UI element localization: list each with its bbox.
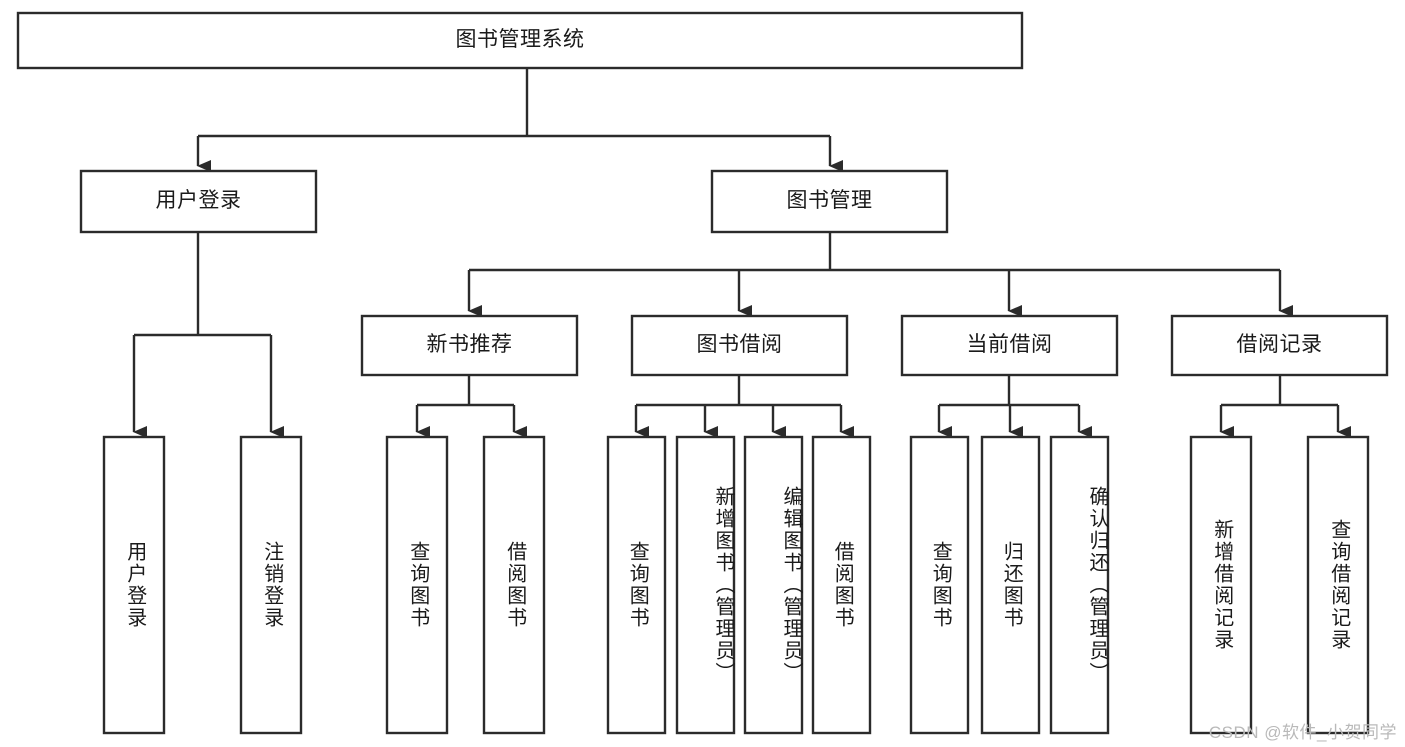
csdn-watermark: CSDN @软件_小贺同学	[1208, 723, 1397, 742]
node-box-leaf1[interactable]	[102, 435, 166, 735]
node-box-newbook[interactable]	[360, 314, 579, 377]
node-box-login[interactable]	[79, 169, 318, 234]
node-box-borrow[interactable]	[630, 314, 849, 377]
node-box-leaf4[interactable]	[482, 435, 546, 735]
node-box-leaf11[interactable]	[1049, 435, 1110, 735]
node-box-leaf8[interactable]	[811, 435, 872, 735]
node-box-root[interactable]	[16, 11, 1024, 70]
node-box-leaf7[interactable]	[743, 435, 804, 735]
node-box-leaf9[interactable]	[909, 435, 970, 735]
node-box-bookmgmt[interactable]	[710, 169, 949, 234]
node-box-leaf2[interactable]	[239, 435, 303, 735]
node-box-record[interactable]	[1170, 314, 1389, 377]
node-box-leaf13[interactable]	[1306, 435, 1370, 735]
node-box-leaf6[interactable]	[675, 435, 736, 735]
node-box-leaf12[interactable]	[1189, 435, 1253, 735]
node-box-leaf10[interactable]	[980, 435, 1041, 735]
node-box-leaf5[interactable]	[606, 435, 667, 735]
node-box-leaf3[interactable]	[385, 435, 449, 735]
node-box-current[interactable]	[900, 314, 1119, 377]
